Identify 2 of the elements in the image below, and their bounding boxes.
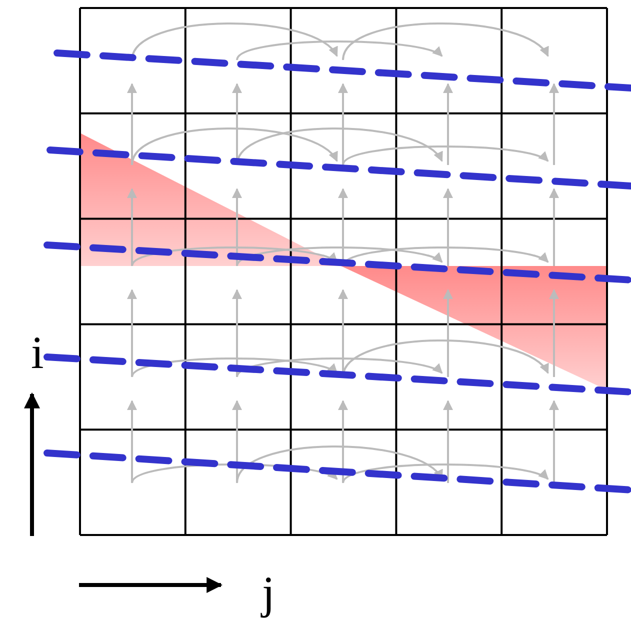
axis-label: j — [262, 570, 275, 616]
axis-label: i — [31, 330, 44, 376]
